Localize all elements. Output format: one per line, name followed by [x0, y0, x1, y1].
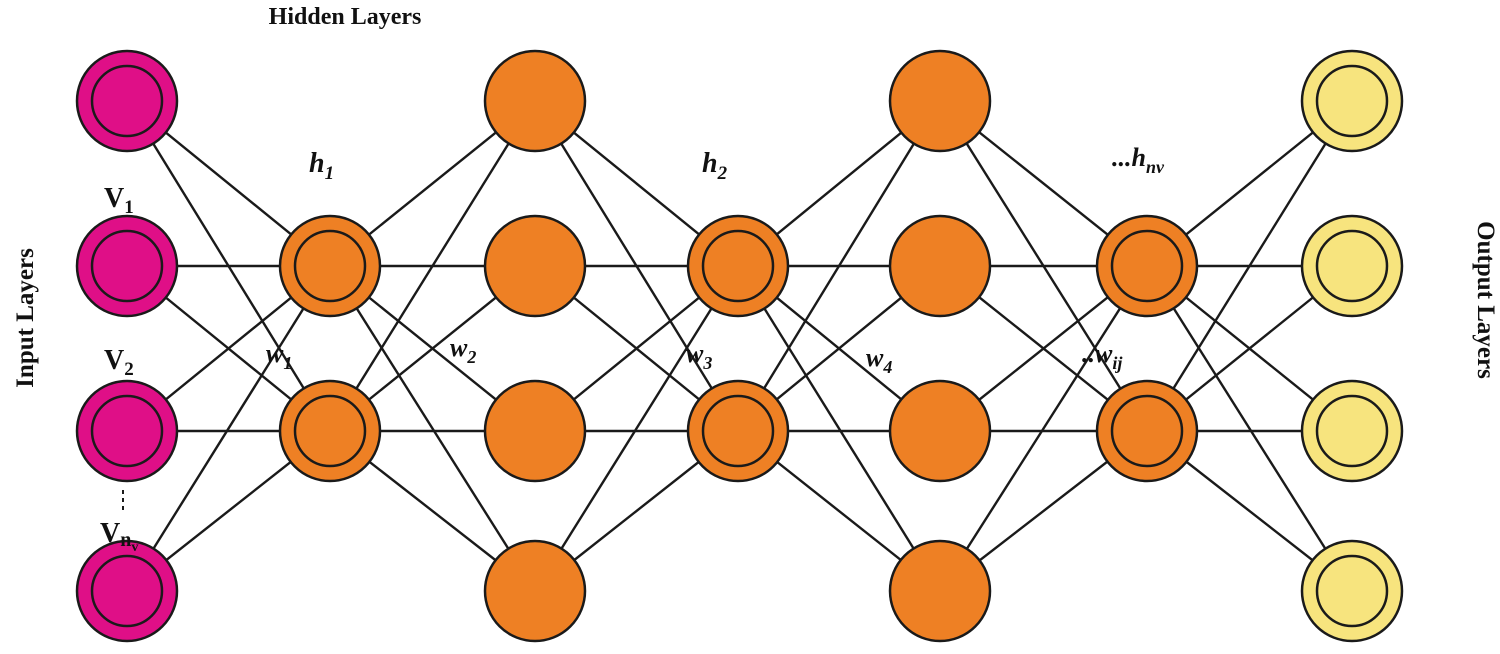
label-vn: Vnv — [100, 518, 138, 555]
hidden-2-node-2 — [483, 214, 587, 318]
output-node-inner-ring-2 — [1315, 229, 1389, 303]
hidden-2-node-outer-4 — [483, 539, 587, 643]
label-wij: ..wij — [1082, 339, 1123, 373]
network-nodes — [75, 49, 1404, 643]
hidden-4-node-1 — [888, 49, 992, 153]
hidden-3-node-2 — [686, 379, 790, 483]
label-w1: w1 — [266, 339, 292, 373]
edge-input-3-to-hidden-1-0 — [125, 265, 332, 592]
hidden-4-node-3 — [888, 379, 992, 483]
label-h2: h2 — [702, 148, 728, 184]
edge-hidden-5-1-to-output-0 — [1145, 100, 1354, 432]
hidden-1-node-1 — [278, 214, 382, 318]
input-layers-title: Input Layers — [12, 248, 39, 388]
hidden-3-node-inner-ring-2 — [701, 394, 775, 468]
edge-hidden-2-3-to-hidden-3-0 — [533, 265, 740, 592]
label-w4: w4 — [866, 343, 892, 377]
edge-hidden-3-1-to-hidden-4-0 — [736, 100, 942, 432]
label-w2: w2 — [450, 333, 476, 367]
hidden-4-node-outer-3 — [888, 379, 992, 483]
hidden-2-node-outer-3 — [483, 379, 587, 483]
output-layers-title: Output Layers — [1472, 221, 1499, 379]
output-node-inner-ring-3 — [1315, 394, 1389, 468]
label-v1: V1 — [104, 183, 134, 218]
hidden-layers-title: Hidden Layers — [269, 4, 422, 30]
hidden-1-node-2 — [278, 379, 382, 483]
input-node-inner-ring-2 — [90, 229, 164, 303]
input-node-inner-ring-4 — [90, 554, 164, 628]
edge-hidden-1-1-to-hidden-2-0 — [328, 100, 537, 432]
hidden-4-node-outer-1 — [888, 49, 992, 153]
hidden-4-node-outer-2 — [888, 214, 992, 318]
hidden-4-node-4 — [888, 539, 992, 643]
label-h1: h1 — [309, 148, 334, 184]
input-node-1 — [75, 49, 179, 153]
output-node-4 — [1300, 539, 1404, 643]
hidden-2-node-1 — [483, 49, 587, 153]
hidden-2-node-outer-2 — [483, 214, 587, 318]
input-node-inner-ring-3 — [90, 394, 164, 468]
input-node-4 — [75, 539, 179, 643]
hidden-1-node-inner-ring-2 — [293, 394, 367, 468]
output-node-1 — [1300, 49, 1404, 153]
hidden-2-node-4 — [483, 539, 587, 643]
hidden-2-node-outer-1 — [483, 49, 587, 153]
hidden-1-node-inner-ring-1 — [293, 229, 367, 303]
label-hnv: ...hnv — [1112, 143, 1165, 177]
edge-hidden-3-0-to-hidden-4-3 — [736, 265, 942, 592]
edge-hidden-1-0-to-hidden-2-3 — [328, 265, 537, 592]
label-w3: w3 — [686, 339, 712, 373]
edge-hidden-4-3-to-hidden-5-0 — [938, 265, 1149, 592]
hidden-4-node-2 — [888, 214, 992, 318]
input-node-inner-ring-1 — [90, 64, 164, 138]
input-node-2 — [75, 214, 179, 318]
hidden-3-node-inner-ring-1 — [701, 229, 775, 303]
output-node-inner-ring-1 — [1315, 64, 1389, 138]
hidden-5-node-inner-ring-1 — [1110, 229, 1184, 303]
output-node-2 — [1300, 214, 1404, 318]
edge-hidden-5-0-to-output-3 — [1145, 265, 1354, 592]
output-node-3 — [1300, 379, 1404, 483]
output-node-inner-ring-4 — [1315, 554, 1389, 628]
input-node-3 — [75, 379, 179, 483]
hidden-2-node-3 — [483, 379, 587, 483]
hidden-5-node-inner-ring-2 — [1110, 394, 1184, 468]
label-v2: V2 — [104, 345, 134, 380]
hidden-3-node-1 — [686, 214, 790, 318]
hidden-4-node-outer-4 — [888, 539, 992, 643]
hidden-5-node-1 — [1095, 214, 1199, 318]
hidden-5-node-2 — [1095, 379, 1199, 483]
